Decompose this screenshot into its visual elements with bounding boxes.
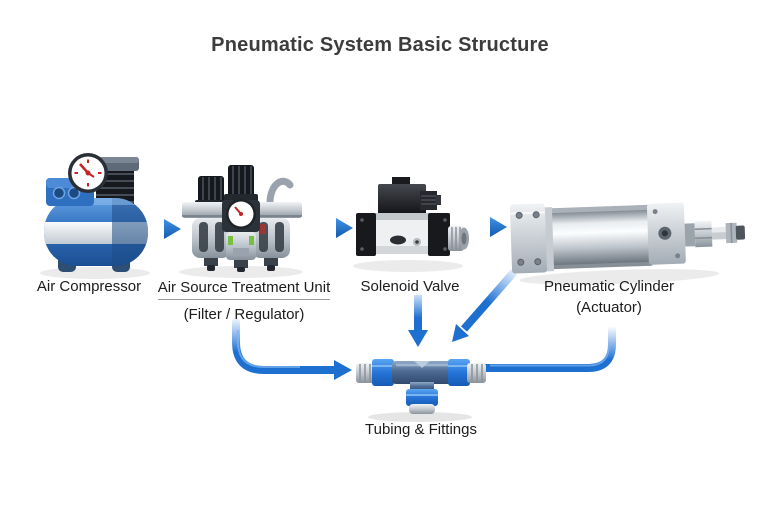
arrow-valve-to-cylinder xyxy=(461,217,507,237)
tubing-fittings-label: Tubing & Fittings xyxy=(365,421,477,438)
tubing-fittings-illustration xyxy=(356,359,486,422)
solenoid-valve-illustration xyxy=(353,177,469,272)
connector-layer xyxy=(143,217,616,380)
arrow-valve-to-fitting xyxy=(408,295,428,347)
pneumatic-cylinder-sublabel: (Actuator) xyxy=(576,299,642,316)
treatment-unit-sublabel: (Filter / Regulator) xyxy=(183,306,305,323)
arrow-treatment-to-valve xyxy=(301,218,353,238)
treatment-unit-label: Air Source Treatment Unit xyxy=(144,279,344,300)
pneumatic-cylinder-label: Pneumatic Cylinder xyxy=(543,278,675,295)
arrow-cylinder-to-fitting xyxy=(452,269,518,342)
treatment-unit-illustration xyxy=(179,165,303,278)
pneumatic-cylinder-illustration xyxy=(509,202,746,285)
diagram-title: Pneumatic System Basic Structure xyxy=(211,34,549,56)
tube-treatment-to-fitting xyxy=(232,318,352,380)
air-compressor-label: Air Compressor xyxy=(36,278,142,295)
treatment-unit-label-text: Air Source Treatment Unit xyxy=(157,279,331,300)
tube-fitting-to-cylinder xyxy=(482,323,616,372)
solenoid-valve-label: Solenoid Valve xyxy=(360,278,460,295)
arrow-compressor-to-treatment xyxy=(143,219,181,239)
air-compressor-illustration xyxy=(40,153,150,279)
